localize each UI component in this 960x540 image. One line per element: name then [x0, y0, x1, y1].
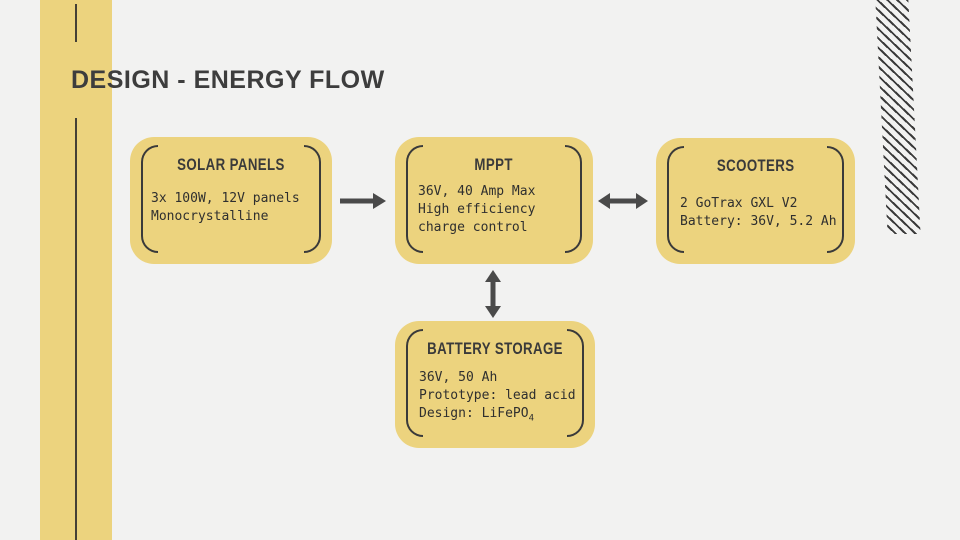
- arrow-solar-to-mppt-icon: [340, 193, 386, 209]
- arrow-mppt-scooters-bidirectional-icon: [598, 193, 648, 209]
- node-title: SCOOTERS: [656, 138, 855, 176]
- detail-line: Monocrystalline: [151, 209, 269, 225]
- slide-title: DESIGN - ENERGY FLOW: [71, 66, 385, 94]
- detail-line: 36V, 40 Amp Max: [418, 184, 536, 200]
- detail-line: 2 GoTrax GXL V2: [680, 196, 798, 212]
- right-bracket-decoration: [304, 145, 321, 253]
- detail-line: Design: LiFePO4: [419, 405, 595, 423]
- right-bracket-decoration: [827, 146, 844, 253]
- node-battery-storage: BATTERY STORAGE 36V, 50 Ah Prototype: le…: [395, 321, 595, 448]
- left-bracket-decoration: [406, 145, 423, 253]
- right-bracket-decoration: [565, 145, 582, 253]
- node-details: 36V, 50 Ah Prototype: lead acid Design: …: [419, 369, 595, 423]
- detail-line: Prototype: lead acid: [419, 388, 576, 404]
- detail-line: High efficiency: [418, 202, 536, 218]
- left-bracket-decoration: [406, 329, 423, 437]
- node-title: SOLAR PANELS: [130, 137, 332, 175]
- node-title-text: MPPT: [474, 155, 514, 174]
- diagonal-stripes-decoration: [875, 0, 921, 234]
- node-title-text: BATTERY STORAGE: [427, 339, 563, 358]
- vertical-rule-main: [75, 118, 77, 540]
- node-mppt: MPPT 36V, 40 Amp Max High efficiency cha…: [395, 137, 593, 264]
- left-bracket-decoration: [141, 145, 158, 253]
- node-title: BATTERY STORAGE: [395, 321, 595, 359]
- chemical-subscript: 4: [528, 413, 534, 424]
- node-details: 36V, 40 Amp Max High efficiency charge c…: [418, 183, 593, 237]
- arrow-mppt-battery-bidirectional-icon: [485, 270, 501, 318]
- node-title: MPPT: [395, 137, 593, 175]
- detail-line: Battery: 36V, 5.2 Ah: [680, 214, 837, 230]
- node-title-text: SOLAR PANELS: [177, 155, 285, 174]
- detail-line: charge control: [418, 220, 528, 236]
- detail-line-text: Design: LiFePO: [419, 406, 529, 422]
- node-details: 3x 100W, 12V panels Monocrystalline: [151, 190, 332, 226]
- left-bracket-decoration: [667, 146, 684, 253]
- node-scooters: SCOOTERS 2 GoTrax GXL V2 Battery: 36V, 5…: [656, 138, 855, 264]
- node-title-text: SCOOTERS: [716, 156, 795, 175]
- node-details: 2 GoTrax GXL V2 Battery: 36V, 5.2 Ah: [680, 195, 855, 231]
- node-solar-panels: SOLAR PANELS 3x 100W, 12V panels Monocry…: [130, 137, 332, 264]
- vertical-rule-top: [75, 4, 77, 42]
- detail-line: 3x 100W, 12V panels: [151, 191, 300, 207]
- detail-line: 36V, 50 Ah: [419, 370, 498, 386]
- right-bracket-decoration: [567, 329, 584, 437]
